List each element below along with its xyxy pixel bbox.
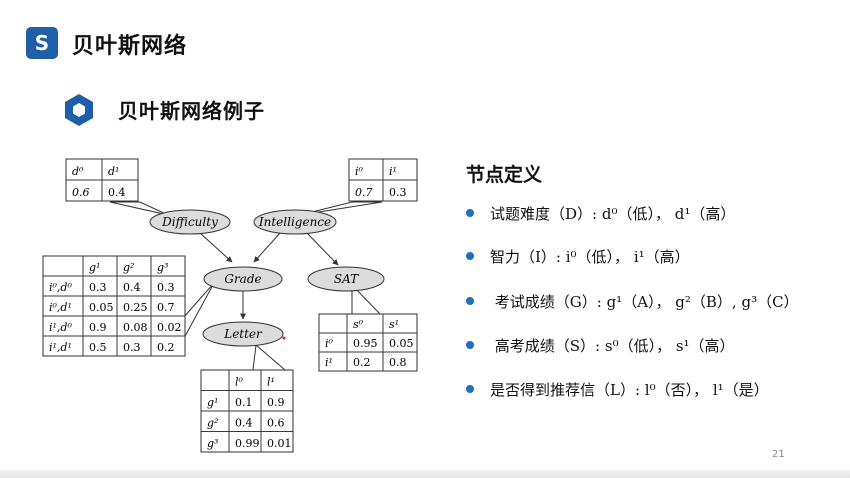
table-cell: 0.5 xyxy=(89,341,107,354)
bullet-icon xyxy=(466,297,474,305)
header-title: 贝叶斯网络 xyxy=(72,34,188,59)
edge-intelligence-sat xyxy=(305,231,339,266)
callout-difficulty xyxy=(109,201,169,216)
table-cell: 0.95 xyxy=(353,337,378,350)
bullet-icon xyxy=(466,341,474,349)
table-cell: 0.3 xyxy=(389,186,407,199)
table-cell: g¹ xyxy=(89,261,100,274)
table-cell: 0.6 xyxy=(72,186,90,199)
table-cell: 0.99 xyxy=(235,437,260,450)
table-cell: 0.4 xyxy=(235,417,253,430)
table-cell: i⁰ xyxy=(355,165,364,178)
table-cell: 0.9 xyxy=(267,396,285,409)
table-cell: s⁰ xyxy=(353,318,364,331)
table-cell: 0.6 xyxy=(267,417,285,430)
cpd-table-difficulty: d⁰ d¹ 0.6 0.4 xyxy=(65,158,139,202)
table-cell: 0.3 xyxy=(157,281,175,294)
cpd-table-intelligence: i⁰ i¹ 0.7 0.3 xyxy=(348,158,418,202)
table-cell: 0.8 xyxy=(389,356,407,369)
table-cell: 0.05 xyxy=(89,301,114,314)
table-cell: i¹,d¹ xyxy=(49,341,72,354)
edge-difficulty-grade xyxy=(199,232,233,263)
list-item: 智力（I）: i⁰（低）， i¹（高） xyxy=(466,246,690,267)
edge-intelligence-grade xyxy=(253,232,281,263)
table-cell: g³ xyxy=(157,261,168,274)
list-item: 高考成绩（S）: s⁰（低）， s¹（高） xyxy=(466,335,735,356)
table-cell: l¹ xyxy=(267,376,275,389)
table-cell: i⁰,d⁰ xyxy=(49,281,72,294)
table-cell: 0.25 xyxy=(123,301,148,314)
table-cell: g³ xyxy=(207,437,218,450)
table-cell: l⁰ xyxy=(235,376,244,389)
bottom-bar xyxy=(0,470,850,478)
table-cell: 0.7 xyxy=(355,186,373,199)
table-cell: 0.1 xyxy=(235,396,253,409)
list-item: 是否得到推荐信（L）: l⁰（否）， l¹（是） xyxy=(466,379,769,400)
table-cell: d⁰ xyxy=(72,165,84,178)
table-cell: 0.08 xyxy=(123,321,148,334)
callout-letter xyxy=(252,344,287,371)
table-cell: s¹ xyxy=(389,318,399,331)
table-cell: 0.7 xyxy=(157,301,175,314)
table-cell: 0.4 xyxy=(123,281,141,294)
svg-text:Letter: Letter xyxy=(223,327,263,341)
table-cell: 0.2 xyxy=(353,356,371,369)
svg-text:Grade: Grade xyxy=(224,272,261,286)
table-cell: i¹,d⁰ xyxy=(49,321,72,334)
app-logo-icon: S xyxy=(26,27,58,59)
table-cell: i¹ xyxy=(389,165,397,178)
svg-text:Difficulty: Difficulty xyxy=(161,215,218,229)
table-cell: d¹ xyxy=(108,165,119,178)
node-grade: Grade xyxy=(203,266,283,292)
table-cell: g² xyxy=(207,417,218,430)
list-item: 考试成绩（G）: g¹（A）， g²（B）, g³（C） xyxy=(466,291,799,312)
callout-intelligence xyxy=(299,201,383,216)
table-cell: 0.9 xyxy=(89,321,107,334)
bullet-icon xyxy=(466,385,474,393)
bullet-icon xyxy=(466,252,474,260)
hexagon-icon xyxy=(65,94,93,126)
table-cell: i¹ xyxy=(325,356,333,369)
definitions-title: 节点定义 xyxy=(466,164,543,186)
node-letter: Letter xyxy=(202,321,284,347)
cpd-table-letter: l⁰ l¹ g¹ 0.1 0.9 g² 0.4 0.6 g³ 0.99 0.01 xyxy=(200,369,294,453)
node-sat: SAT xyxy=(307,266,385,292)
table-cell: 0.3 xyxy=(89,281,107,294)
table-cell: 0.2 xyxy=(157,341,175,354)
svg-text:Intelligence: Intelligence xyxy=(258,215,331,229)
table-cell: g¹ xyxy=(207,396,218,409)
node-difficulty: Difficulty xyxy=(149,209,231,235)
red-dot xyxy=(282,336,286,340)
svg-text:SAT: SAT xyxy=(334,272,359,286)
cpd-table-sat: s⁰ s¹ i⁰ 0.95 0.05 i¹ 0.2 0.8 xyxy=(318,313,418,372)
page-number: 21 xyxy=(772,449,785,460)
table-cell: g² xyxy=(123,261,134,274)
list-item: 试题难度（D）: d⁰（低）， d¹（高） xyxy=(466,203,735,224)
section-title: 贝叶斯网络例子 xyxy=(118,99,265,123)
table-cell: i⁰,d¹ xyxy=(49,301,72,314)
table-cell: i⁰ xyxy=(325,337,334,350)
table-cell: 0.01 xyxy=(267,437,292,450)
bullet-icon xyxy=(466,209,474,217)
cpd-table-grade: g¹ g² g³ i⁰,d⁰ 0.3 0.4 0.3 i⁰,d¹ 0.05 0.25 0.7 i¹,d… xyxy=(42,255,186,357)
node-intelligence: Intelligence xyxy=(253,209,337,235)
table-cell: 0.02 xyxy=(157,321,182,334)
table-cell: 0.3 xyxy=(123,341,141,354)
bayesian-network-diagram: Difficulty Intelligence Grade SAT Letter… xyxy=(42,158,418,453)
table-cell: 0.4 xyxy=(108,186,126,199)
table-cell: 0.05 xyxy=(389,337,414,350)
